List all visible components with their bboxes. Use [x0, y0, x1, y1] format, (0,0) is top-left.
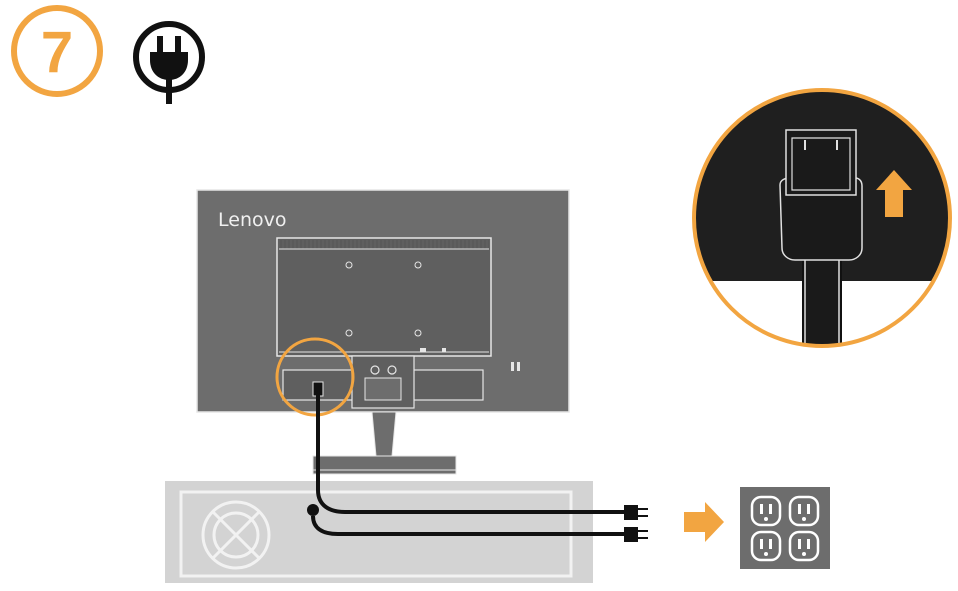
cable-plug — [624, 505, 648, 542]
power-port-highlight — [275, 337, 355, 417]
step-number-badge: 7 — [11, 5, 103, 97]
arrow-up-icon — [876, 170, 912, 217]
monitor-stand — [312, 411, 457, 475]
arrow-right-icon — [684, 502, 724, 542]
monitor-brand-logo: Lenovo — [218, 209, 286, 231]
connector-zoom-inset — [692, 88, 952, 348]
step-number: 7 — [41, 20, 73, 85]
vesa-screw — [345, 261, 422, 337]
pc-power-port — [307, 504, 319, 516]
power-outlet-icon — [740, 487, 830, 569]
fan-grille — [201, 500, 271, 570]
monitor-back: Lenovo — [196, 189, 570, 417]
power-plug-icon — [133, 21, 205, 104]
power-cables — [311, 393, 628, 536]
